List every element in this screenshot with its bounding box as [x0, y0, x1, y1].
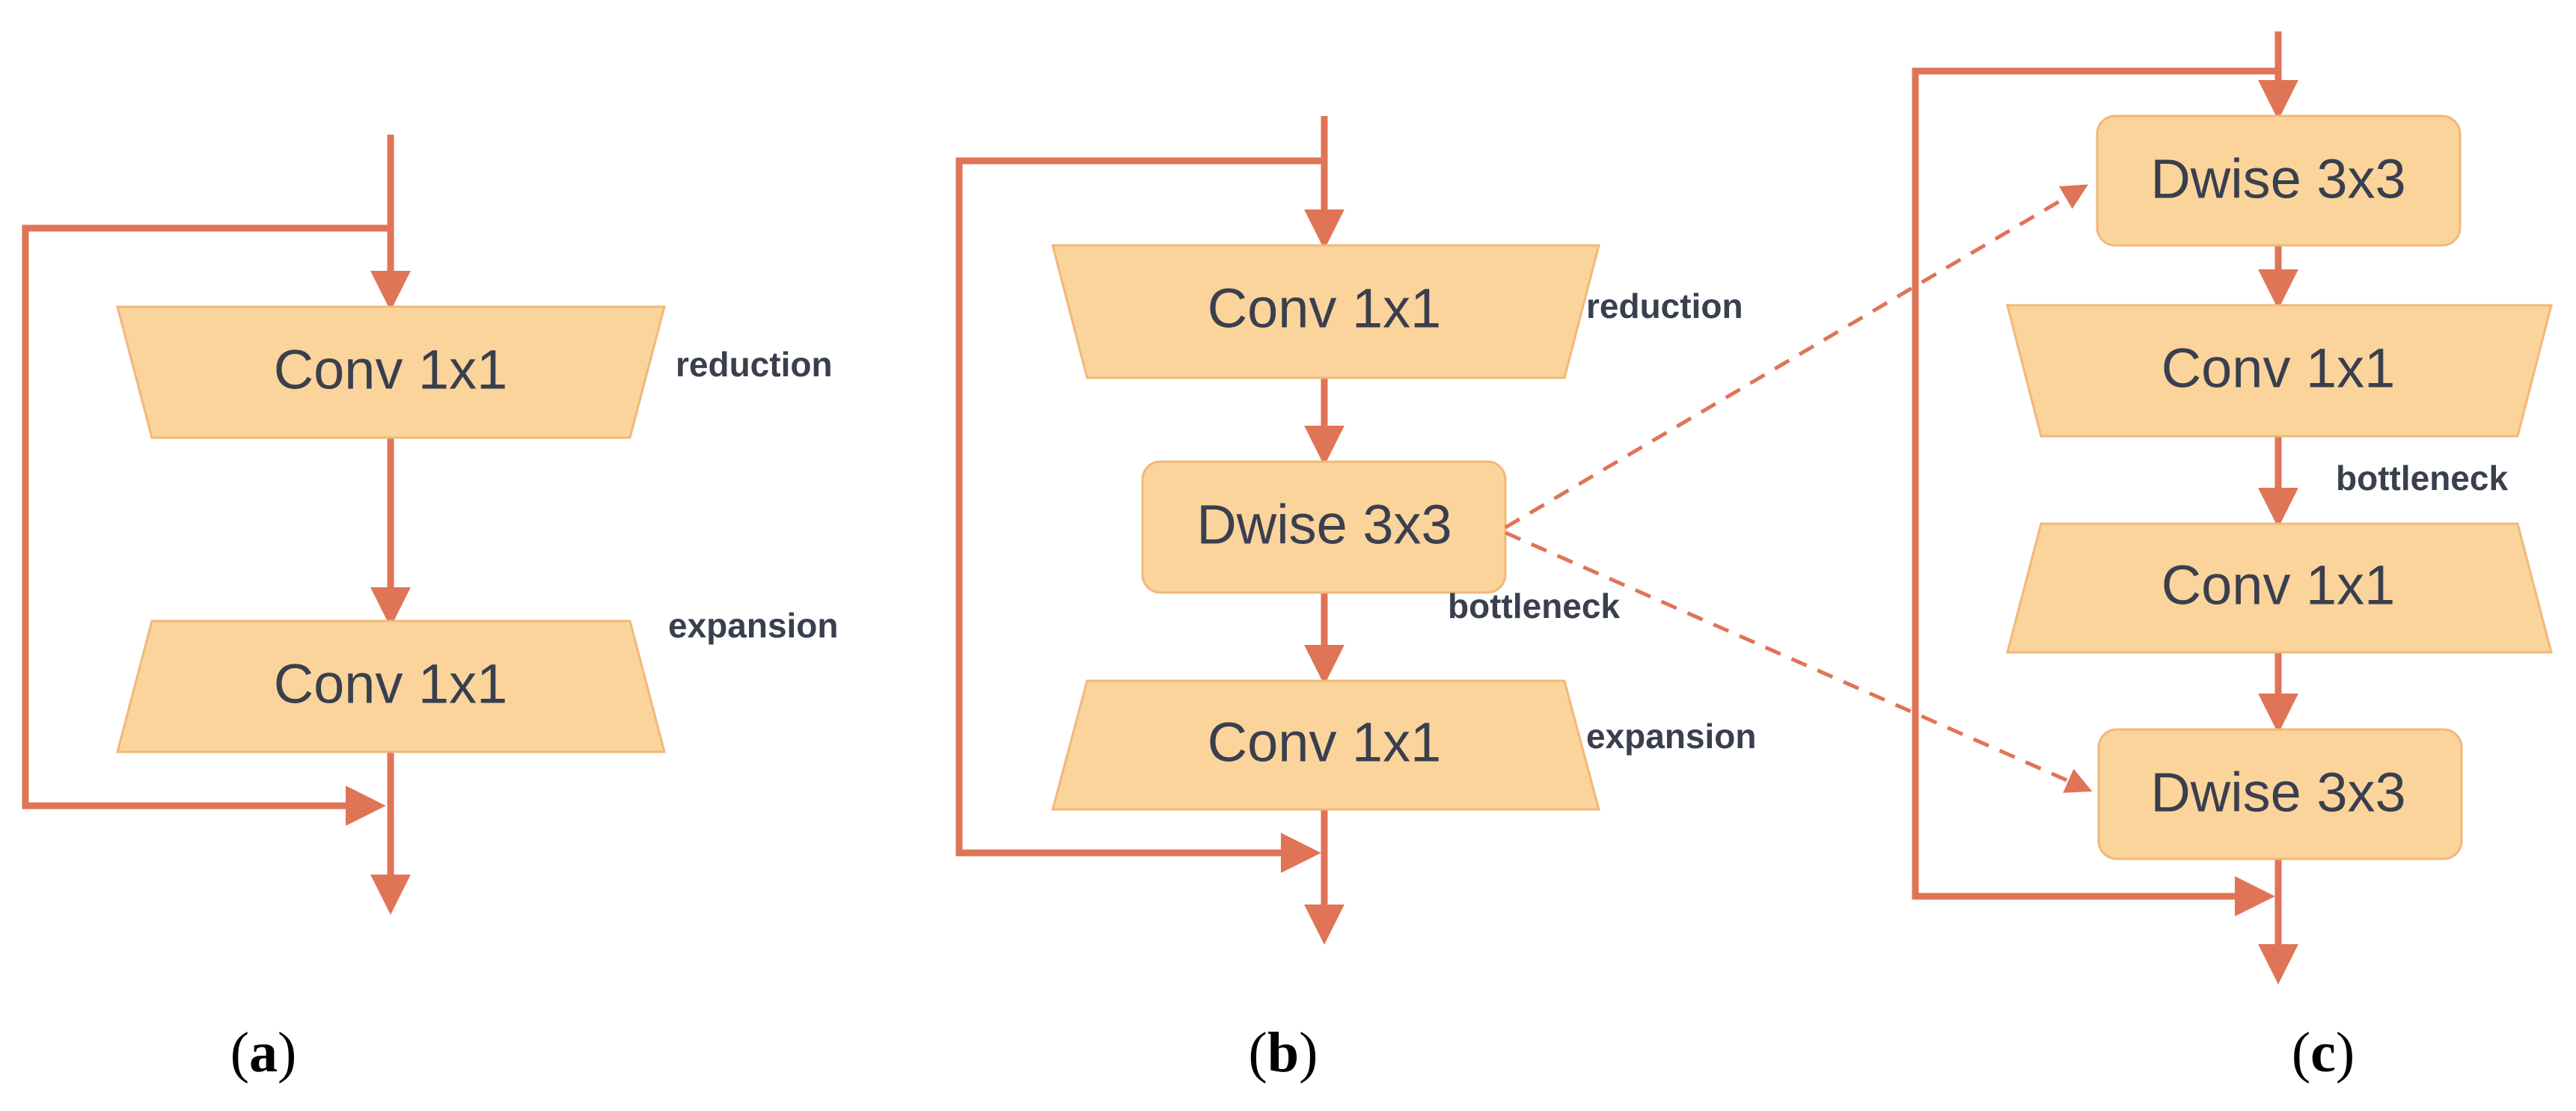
panel-b-bottleneck-label: bottleneck: [1448, 587, 1620, 625]
panel-b-conv-reduction-block: [1051, 244, 1600, 379]
panel-a: Conv 1x1 Conv 1x1 reduction expansion (a…: [22, 135, 839, 1084]
panel-b-reduction-label: reduction: [1586, 287, 1743, 325]
panel-a-conv-reduction-text: Conv 1x1: [274, 339, 508, 401]
zoom-arrow-lower: [1504, 530, 2093, 793]
zoom-arrow-upper: [1504, 184, 2089, 530]
panel-a-skip-connection: [22, 224, 391, 826]
panel-a-conv-expansion-text: Conv 1x1: [274, 653, 508, 715]
panel-c-dwise-bottom-block: [2097, 728, 2463, 860]
panel-c-dwise-bottom-text: Dwise 3x3: [2150, 762, 2405, 824]
panel-c-conv-expansion-text: Conv 1x1: [2162, 554, 2396, 616]
panel-b-skip-connection: [955, 157, 1324, 873]
panel-c-conv-expansion-block: [2006, 522, 2553, 654]
panel-c-dwise-top-text: Dwise 3x3: [2150, 148, 2405, 210]
panel-b-dwise-text: Dwise 3x3: [1196, 494, 1451, 556]
panel-b-expansion-label: expansion: [1586, 717, 1757, 756]
panel-c-skip-connection: [1912, 67, 2278, 916]
panel-a-expansion-label: expansion: [668, 606, 839, 645]
panel-c-caption: (c): [2292, 1021, 2355, 1084]
panel-a-caption: (a): [230, 1021, 297, 1084]
panel-b-caption: (b): [1249, 1021, 1318, 1084]
panel-c: Dwise 3x3 Conv 1x1 Conv 1x1 Dwise 3x3 bo…: [1912, 31, 2553, 1084]
panel-b-conv-expansion-block: [1051, 679, 1600, 811]
panel-b-conv-reduction-text: Conv 1x1: [1208, 278, 1442, 340]
panel-a-reduction-label: reduction: [676, 345, 833, 384]
panel-c-dwise-top-block: [2096, 114, 2462, 247]
panel-b: Conv 1x1 Dwise 3x3 Conv 1x1 reduction bo…: [955, 116, 1757, 1084]
panel-c-bottleneck-label: bottleneck: [2336, 459, 2508, 498]
panel-c-conv-reduction-block: [2006, 304, 2553, 438]
panel-a-conv-reduction-block: [116, 305, 666, 439]
panel-b-conv-expansion-text: Conv 1x1: [1208, 711, 1442, 774]
panel-c-conv-reduction-text: Conv 1x1: [2162, 337, 2396, 400]
panel-a-conv-expansion-block: [116, 619, 666, 753]
